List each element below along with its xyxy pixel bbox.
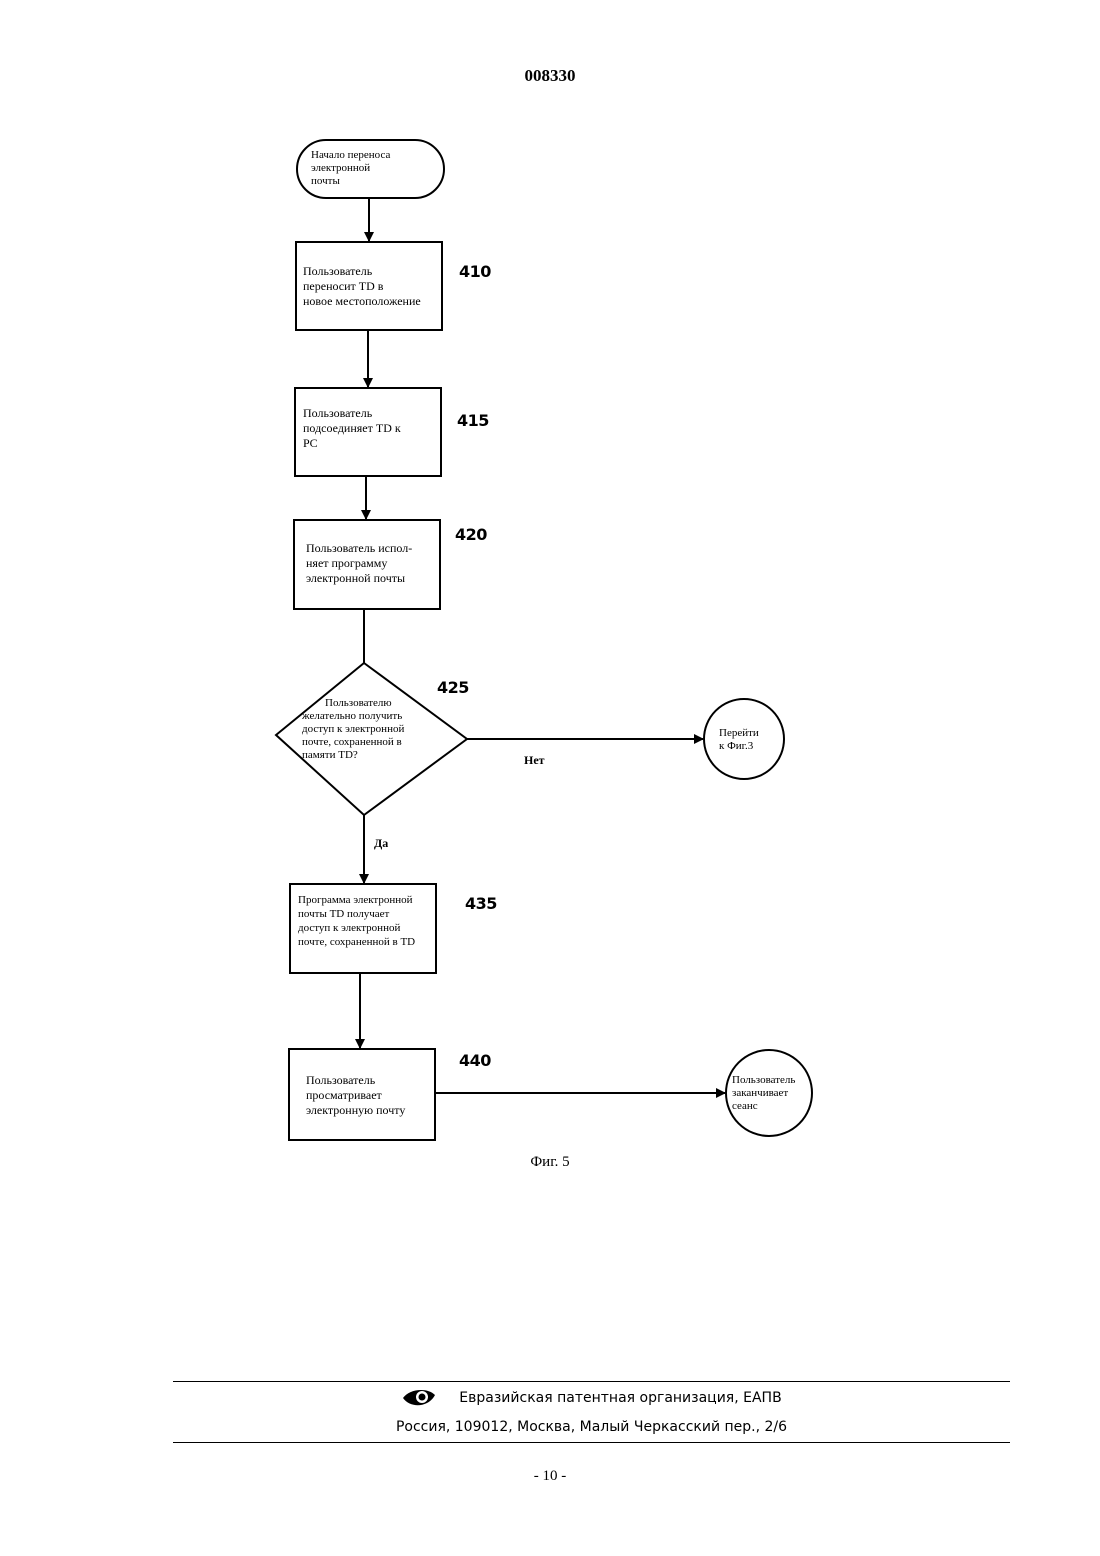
step-410-text: Пользователь переносит TD в новое местоп… — [303, 264, 421, 309]
footer-top-rule — [173, 1381, 1010, 1382]
step-410-ref: 410 — [459, 262, 491, 281]
step-440-ref: 440 — [459, 1051, 491, 1070]
decision-425-text: Пользователю желательно получить доступ … — [302, 697, 404, 762]
step-415-ref: 415 — [457, 411, 489, 430]
footer-bottom-rule — [173, 1442, 1010, 1443]
step-420-ref: 420 — [455, 525, 487, 544]
footer-org-line: Евразийская патентная организация, ЕАПВ — [173, 1387, 1010, 1409]
footer-address: Россия, 109012, Москва, Малый Черкасский… — [173, 1419, 1010, 1435]
step-440-text: Пользователь просматривает электронную п… — [306, 1073, 405, 1118]
step-420-text: Пользователь испол- няет программу элект… — [306, 541, 412, 586]
yes-label: Да — [374, 836, 388, 851]
flowchart — [0, 0, 1100, 1200]
goto-fig3-text: Перейти к Фиг.3 — [719, 727, 759, 753]
end-text: Пользователь заканчивает сеанс — [732, 1074, 795, 1113]
figure-caption: Фиг. 5 — [0, 1154, 1100, 1171]
eye-logo-icon — [401, 1387, 437, 1409]
decision-425-ref: 425 — [437, 678, 469, 697]
no-label: Нет — [524, 753, 545, 768]
step-435-ref: 435 — [465, 894, 497, 913]
footer-org: Евразийская патентная организация, ЕАПВ — [459, 1390, 781, 1406]
page-number: - 10 - — [0, 1468, 1100, 1485]
step-435-text: Программа электронной почты TD получает … — [298, 893, 415, 949]
step-415-text: Пользователь подсоединяет TD к PC — [303, 406, 401, 451]
start-text: Начало переноса электронной почты — [311, 149, 390, 188]
